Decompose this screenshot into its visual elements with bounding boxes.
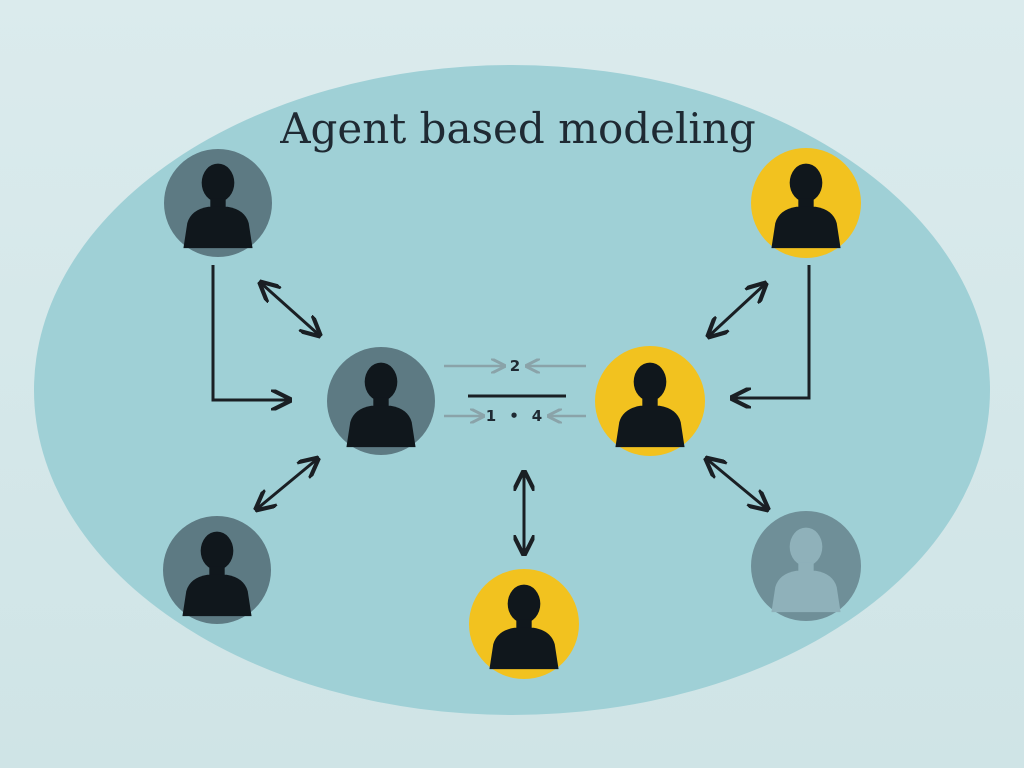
arrow-center-left-bottom-left <box>258 460 316 508</box>
arrow-top-right-center-right <box>710 285 764 335</box>
arrow-center-right-bottom-right <box>708 460 766 508</box>
exchange-label-bottom-right: 4 <box>532 407 542 425</box>
exchange-label-bottom-left: 1 <box>486 407 496 425</box>
agent-top-right <box>751 148 861 258</box>
agent-center-left <box>327 347 435 455</box>
agent-bottom-right <box>751 511 861 621</box>
agent-center-right <box>595 346 705 456</box>
diagram-title: Agent based modeling <box>279 104 756 153</box>
connector-top-right-to-center-right <box>734 265 811 398</box>
agent-top-left <box>164 149 272 257</box>
connector-top-left-to-center-left <box>211 265 288 400</box>
arrow-top-left-center-left <box>262 284 318 334</box>
environment-ellipse <box>34 65 990 715</box>
agent-bottom-left <box>163 516 271 624</box>
agent-bottom-center <box>469 569 579 679</box>
exchange-label-bottom-dot: • <box>509 407 519 425</box>
exchange-label-top: 2 <box>510 357 520 375</box>
